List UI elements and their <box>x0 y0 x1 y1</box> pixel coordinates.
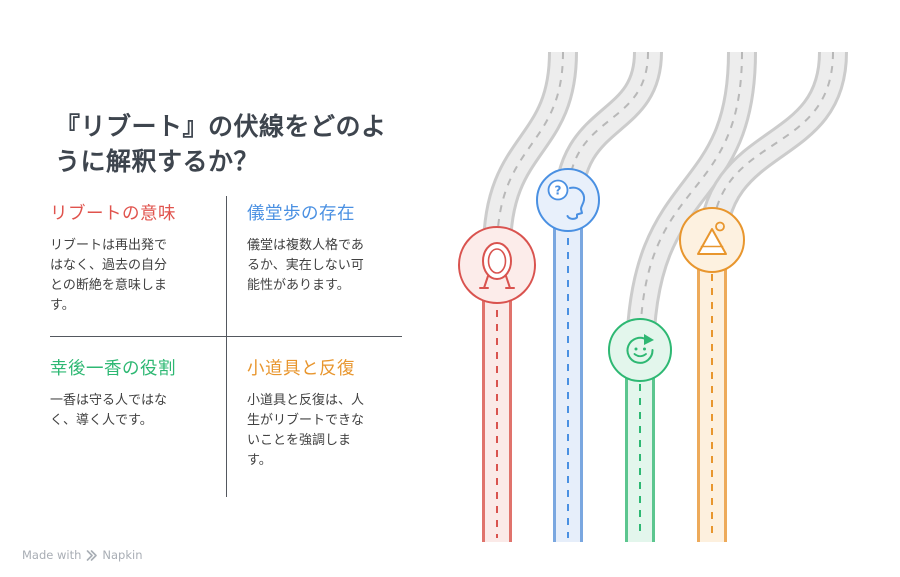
refresh-face-badge <box>608 318 672 382</box>
napkin-brand-text: Napkin <box>102 548 143 562</box>
question-mark-glyph: ? <box>555 184 562 198</box>
page-title: 『リブート』の伏線をどのよ うに解釈するか？ <box>55 111 387 177</box>
quadrant-body-reboot-meaning: リブートは再出発で はなく、過去の自分 との断絶を意味しま す。 <box>50 238 168 314</box>
quadrant-ichika-role: 幸後一香の役割 一香は守る人ではな く、導く人です。 <box>50 337 226 497</box>
road-green-gray-top <box>625 51 757 361</box>
cake-icon <box>697 221 727 255</box>
head-question-icon: ? <box>547 179 586 220</box>
quadrant-body-props-repetition: 小道具と反復は、人 生がリブートできな いことを強調しま す。 <box>247 393 365 469</box>
quadrant-grid: リブートの意味 リブートは再出発で はなく、過去の自分 との断絶を意味しま す。… <box>50 196 402 497</box>
quadrant-props-repetition: 小道具と反復 小道具と反復は、人 生がリブートできな いことを強調しま す。 <box>226 337 402 497</box>
cake-badge <box>679 207 745 273</box>
made-with-text: Made with <box>22 548 82 562</box>
mirror-icon <box>479 242 515 289</box>
quadrant-heading-ichika-role: 幸後一香の役割 <box>50 359 176 379</box>
head-question-badge: ? <box>536 168 600 232</box>
quadrant-body-gidou-existence: 儀堂は複数人格であ るか、実在しない可 能性があります。 <box>247 238 364 294</box>
quadrant-heading-props-repetition: 小道具と反復 <box>247 359 355 379</box>
quadrant-body-ichika-role: 一香は守る人ではな く、導く人です。 <box>50 393 168 429</box>
napkin-logo-icon <box>87 549 98 561</box>
winding-roads-illustration: ? <box>458 51 848 542</box>
mirror-badge <box>458 226 536 304</box>
quadrant-heading-reboot-meaning: リブートの意味 <box>50 204 176 224</box>
footer-credit: Made with Napkin <box>22 548 143 562</box>
quadrant-heading-gidou-existence: 儀堂歩の存在 <box>247 204 355 224</box>
refresh-face-icon <box>626 334 654 364</box>
quadrant-gidou-existence: 儀堂歩の存在 儀堂は複数人格であ るか、実在しない可 能性があります。 <box>226 196 402 337</box>
quadrant-reboot-meaning: リブートの意味 リブートは再出発で はなく、過去の自分 との断絶を意味しま す。 <box>50 196 226 337</box>
